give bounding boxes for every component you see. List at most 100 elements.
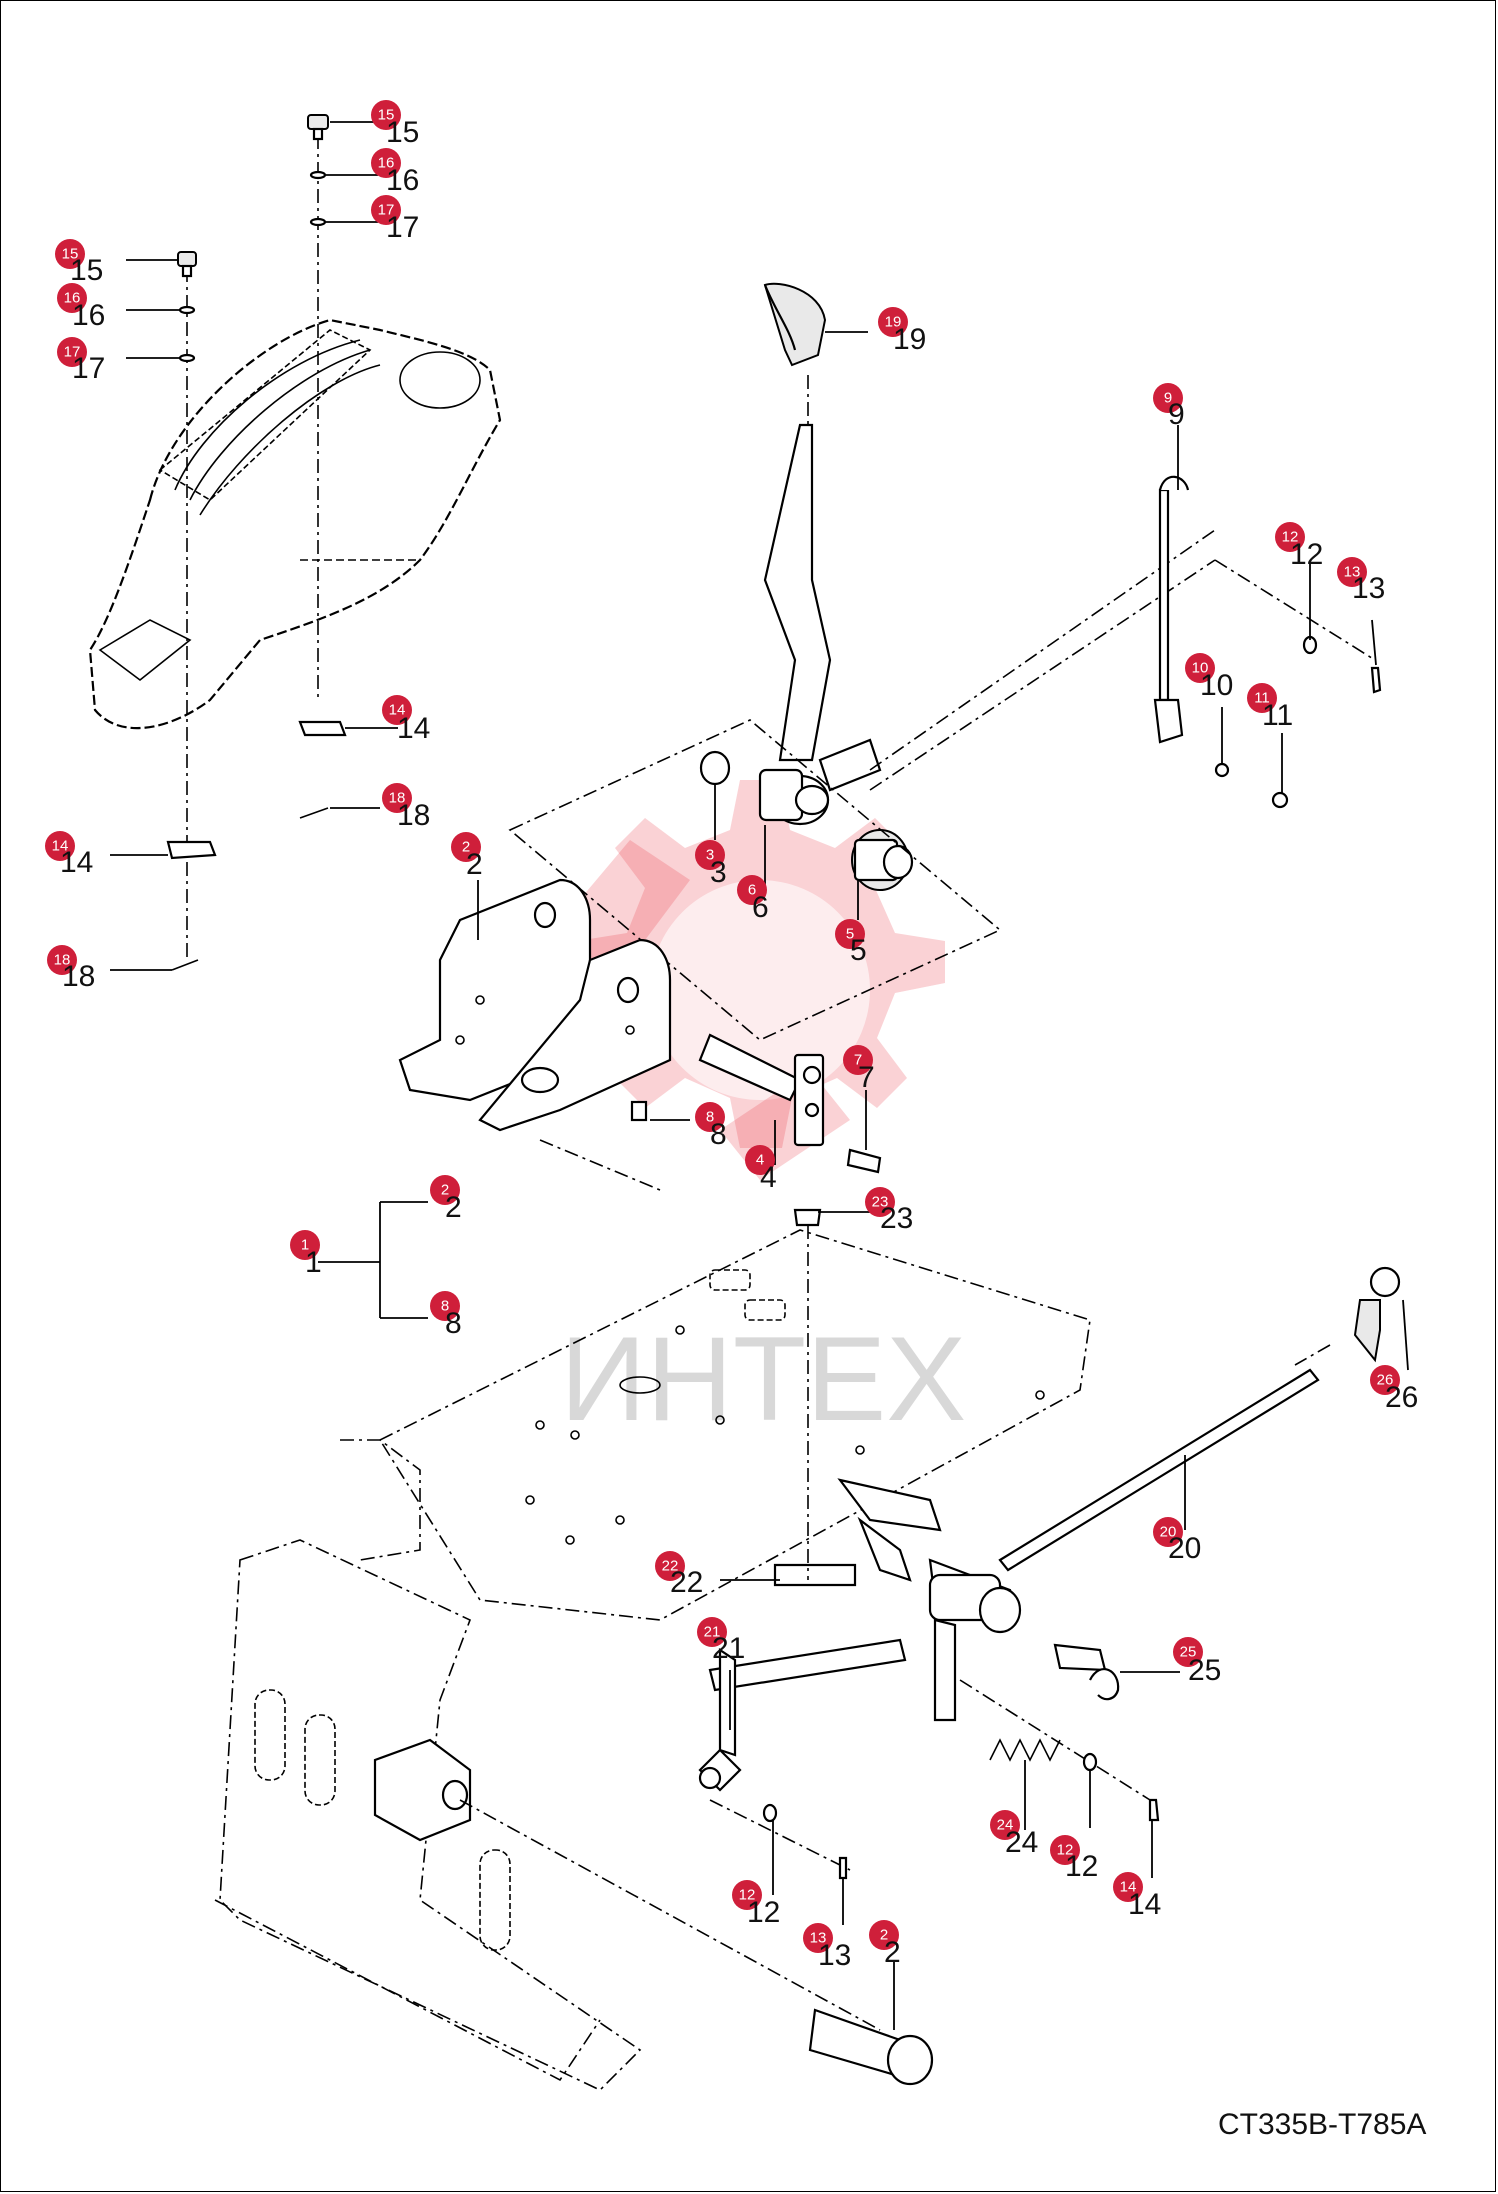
svg-text:2: 2 xyxy=(462,839,470,856)
pivot-pin xyxy=(539,1033,882,1191)
svg-text:24: 24 xyxy=(997,1817,1014,1834)
callout-7: 77 xyxy=(843,1045,875,1094)
svg-text:17: 17 xyxy=(378,202,395,219)
svg-text:13: 13 xyxy=(818,1939,851,1972)
svg-text:9: 9 xyxy=(1164,390,1172,407)
svg-text:7: 7 xyxy=(858,1061,875,1094)
lower-bracket-block xyxy=(373,1738,881,2031)
svg-text:12: 12 xyxy=(1057,1842,1074,1859)
svg-text:16: 16 xyxy=(378,155,395,172)
svg-text:8: 8 xyxy=(445,1307,462,1340)
svg-text:1: 1 xyxy=(305,1246,322,1279)
linkage-assembly xyxy=(698,1478,1107,1792)
svg-text:17: 17 xyxy=(72,352,105,385)
svg-text:13: 13 xyxy=(810,1930,827,1947)
callout-2-kit: 22 xyxy=(430,1175,462,1224)
side-frame xyxy=(214,1539,642,2091)
svg-text:12: 12 xyxy=(1290,538,1323,571)
svg-text:1: 1 xyxy=(301,1237,309,1254)
svg-text:17: 17 xyxy=(386,211,419,244)
svg-text:25: 25 xyxy=(1188,1654,1221,1687)
svg-text:14: 14 xyxy=(389,702,406,719)
callout-9: 99 xyxy=(1153,383,1185,431)
svg-text:8: 8 xyxy=(706,1109,714,1126)
callout-2-bracket: 22 xyxy=(451,832,483,881)
svg-text:13: 13 xyxy=(1344,564,1361,581)
svg-text:15: 15 xyxy=(386,116,419,149)
svg-text:12: 12 xyxy=(1282,529,1299,546)
linkage-rod-20 xyxy=(998,1266,1401,1572)
svg-text:18: 18 xyxy=(389,790,406,807)
svg-text:15: 15 xyxy=(62,246,79,263)
callout-3: 33 xyxy=(695,840,727,889)
svg-text:14: 14 xyxy=(397,712,430,745)
pivot-parts xyxy=(508,719,1002,1041)
svg-text:6: 6 xyxy=(748,882,756,899)
callout-5: 55 xyxy=(835,919,867,967)
svg-text:12: 12 xyxy=(747,1896,780,1929)
svg-text:14: 14 xyxy=(1120,1879,1137,1896)
svg-text:16: 16 xyxy=(72,299,105,332)
svg-text:26: 26 xyxy=(1377,1372,1394,1389)
svg-text:3: 3 xyxy=(706,847,714,864)
svg-text:15: 15 xyxy=(378,107,395,124)
small-fasteners-lower xyxy=(762,1208,1160,1880)
svg-text:21: 21 xyxy=(704,1624,721,1641)
svg-text:26: 26 xyxy=(1385,1381,1418,1414)
shift-lever xyxy=(758,282,882,826)
svg-text:2: 2 xyxy=(445,1191,462,1224)
callout-6: 66 xyxy=(737,875,769,924)
svg-text:18: 18 xyxy=(62,960,95,993)
console-cover xyxy=(88,318,502,730)
svg-text:21: 21 xyxy=(712,1632,745,1665)
svg-text:17: 17 xyxy=(64,344,81,361)
svg-text:8: 8 xyxy=(441,1298,449,1315)
svg-text:18: 18 xyxy=(54,952,71,969)
svg-text:14: 14 xyxy=(1128,1888,1161,1921)
svg-text:14: 14 xyxy=(60,846,93,879)
svg-text:19: 19 xyxy=(885,314,902,331)
spring xyxy=(709,1679,1151,1871)
lever-bracket xyxy=(398,878,672,1132)
svg-text:9: 9 xyxy=(1168,398,1185,431)
svg-text:6: 6 xyxy=(752,891,769,924)
callout-1: 11 xyxy=(290,1230,322,1279)
svg-text:14: 14 xyxy=(52,838,69,855)
svg-text:23: 23 xyxy=(880,1202,913,1235)
shift-rod-right xyxy=(869,475,1382,809)
svg-text:2: 2 xyxy=(880,1927,888,1944)
svg-text:12: 12 xyxy=(1065,1850,1098,1883)
callout-2-lower: 22 xyxy=(869,1920,901,1969)
fastener-stack-left xyxy=(166,251,217,971)
svg-text:2: 2 xyxy=(466,848,483,881)
svg-text:12: 12 xyxy=(739,1887,756,1904)
leader-lines xyxy=(110,121,1409,2030)
watermark-text: ИНТЕХ xyxy=(560,1312,966,1446)
svg-text:8: 8 xyxy=(710,1118,727,1151)
svg-text:25: 25 xyxy=(1180,1644,1197,1661)
